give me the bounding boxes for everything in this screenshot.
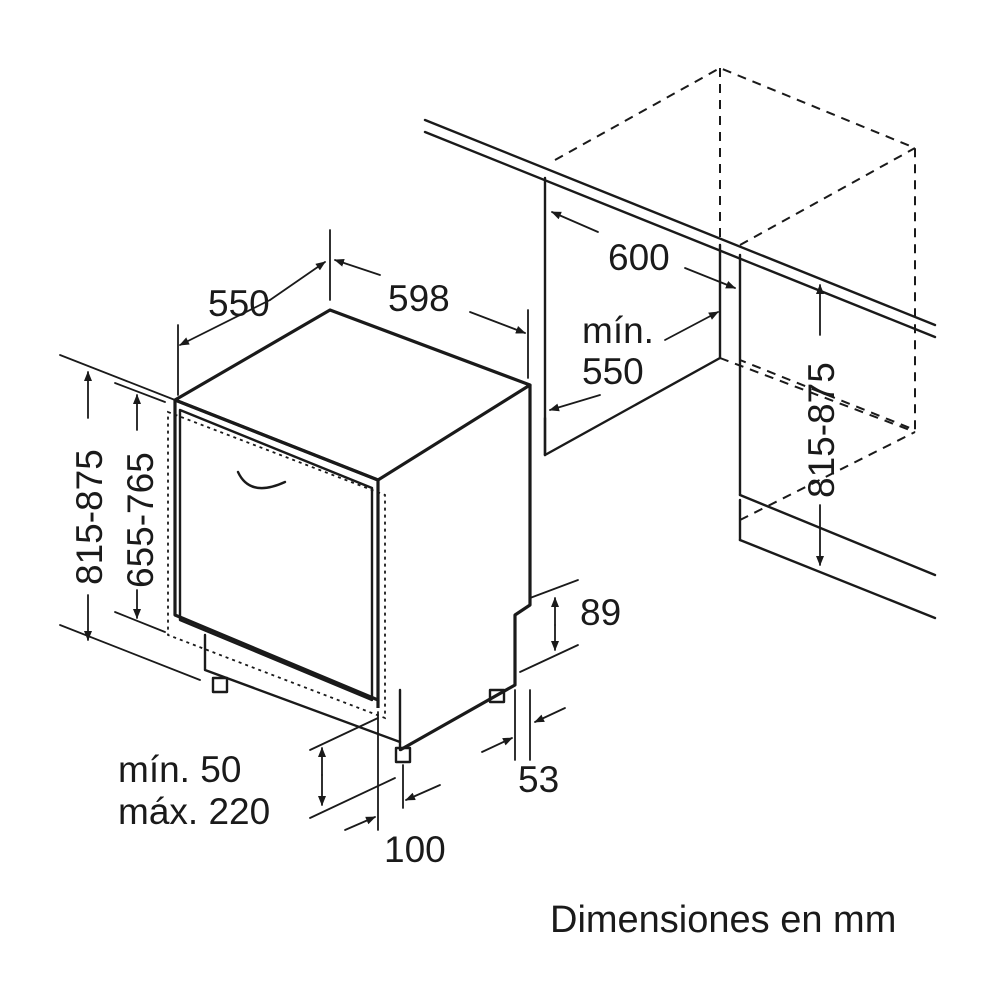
label-plinth-min: mín. 50 <box>118 749 241 790</box>
label-niche-width: 600 <box>608 237 670 278</box>
label-base-recess: 53 <box>518 759 559 800</box>
label-height-right: 815-875 <box>801 362 842 498</box>
label-base-height: 89 <box>580 592 621 633</box>
label-niche-depth-line2: 550 <box>582 351 644 392</box>
dimension-labels: 550 598 600 mín. 550 815-875 655-765 815… <box>69 237 842 870</box>
label-plinth-max: máx. 220 <box>118 791 270 832</box>
label-door-height: 655-765 <box>120 452 161 588</box>
label-width: 598 <box>388 278 450 319</box>
label-depth: 550 <box>208 283 270 324</box>
dimension-lines <box>59 211 824 831</box>
label-niche-depth-line1: mín. <box>582 310 654 351</box>
label-height-left: 815-875 <box>69 449 110 585</box>
label-plinth-depth: 100 <box>384 829 446 870</box>
caption: Dimensiones en mm <box>550 899 896 941</box>
dishwasher-body <box>167 308 532 764</box>
cabinet-niche <box>423 66 937 620</box>
